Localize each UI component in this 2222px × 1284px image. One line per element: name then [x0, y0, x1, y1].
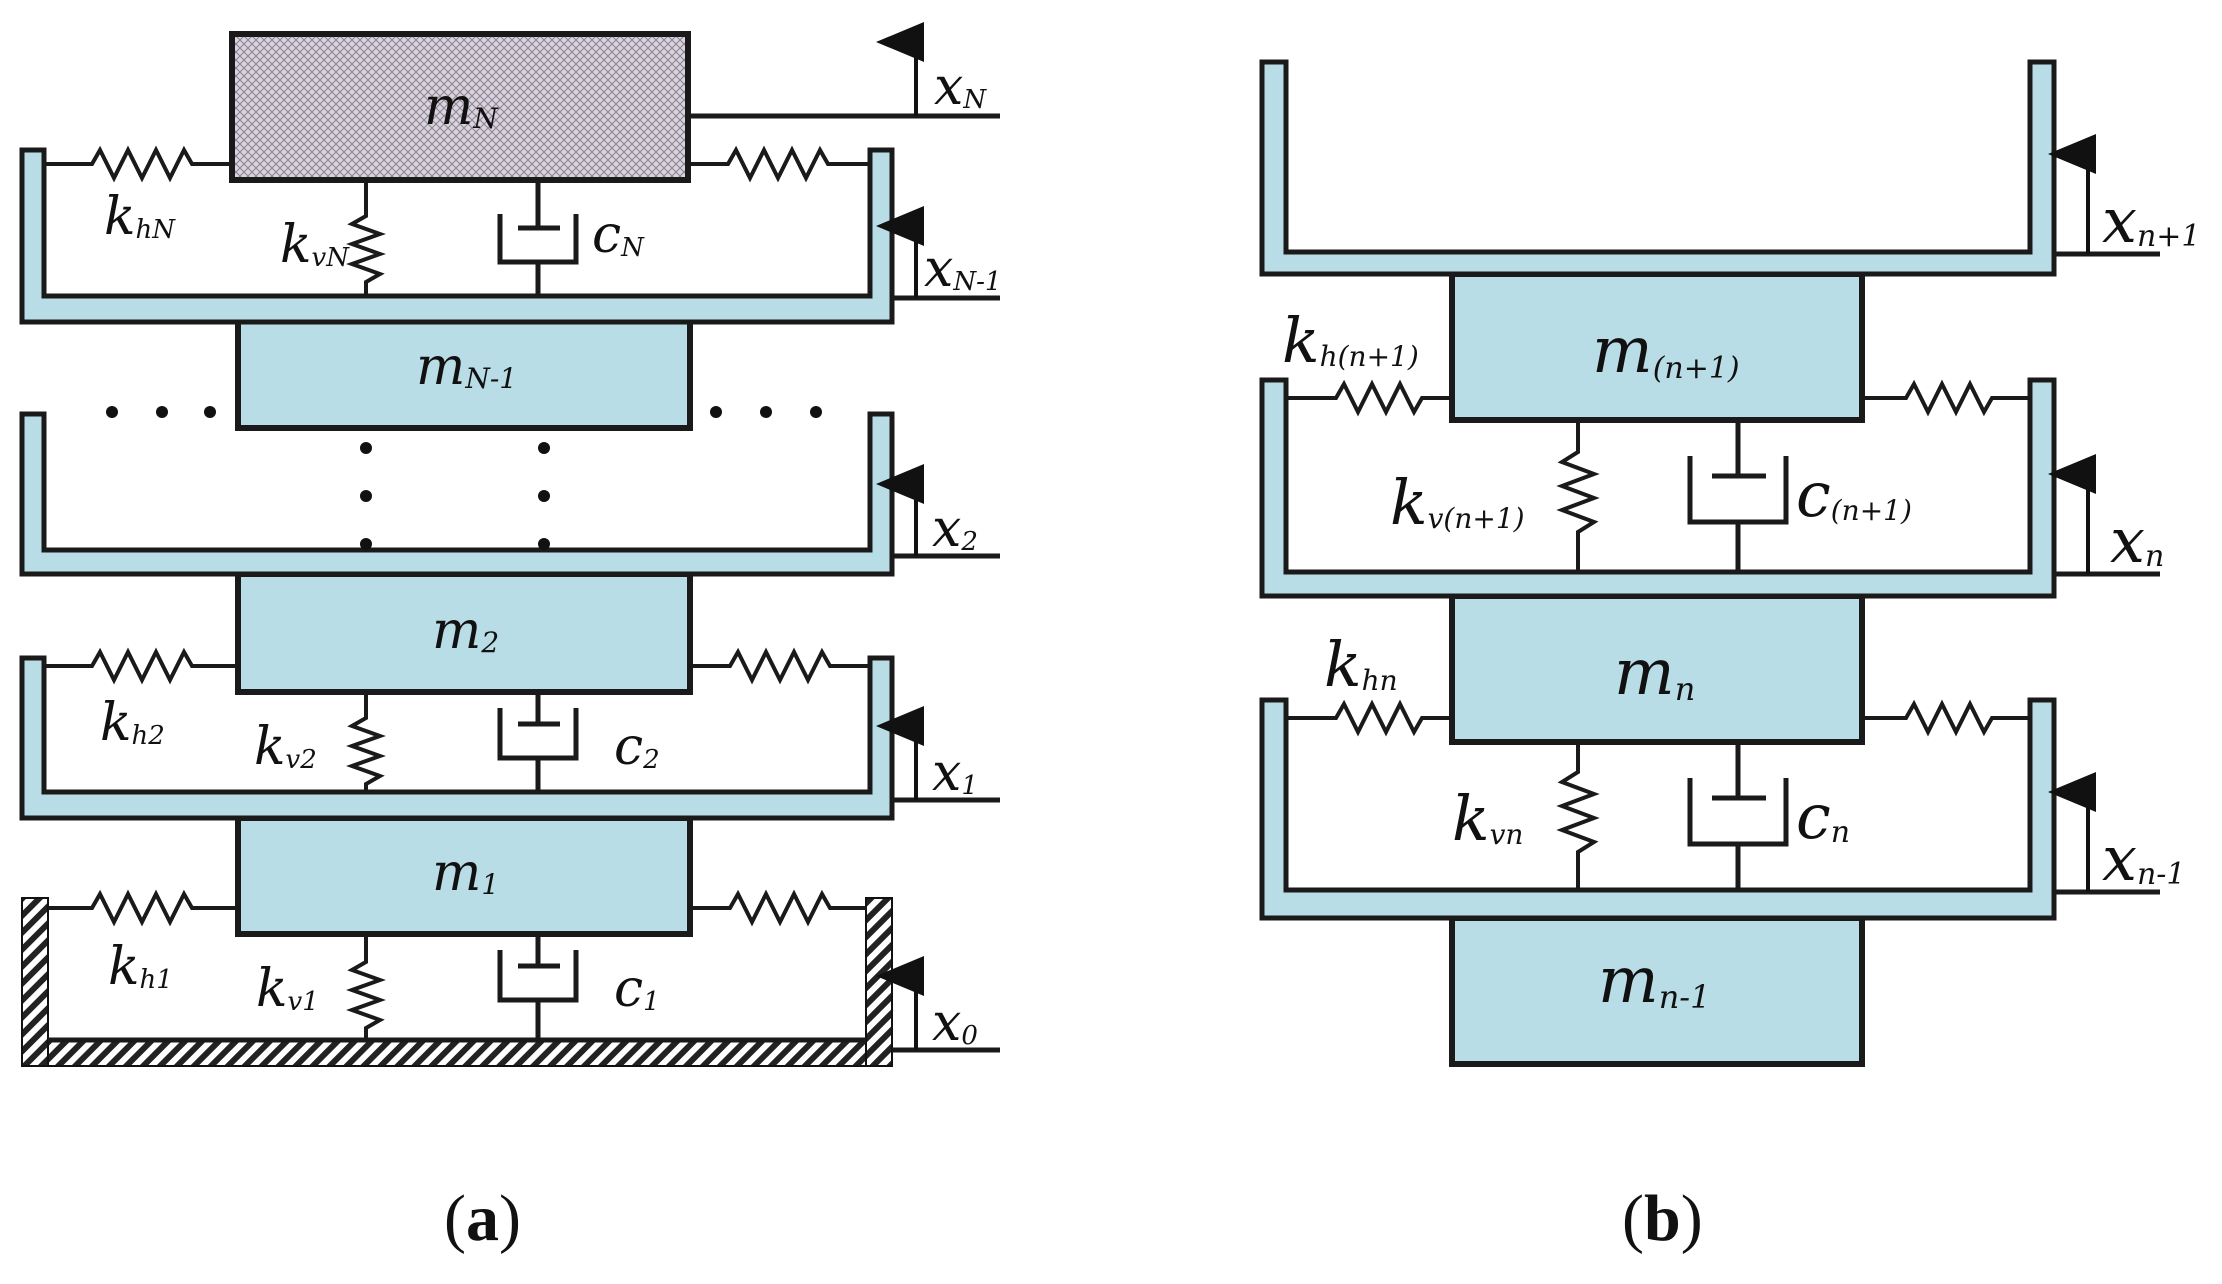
displacement-x-n1	[2048, 134, 2160, 257]
damper-c1	[497, 934, 579, 1040]
spring-kh-n1-right	[1862, 379, 2030, 417]
spring-kh2-right	[690, 647, 870, 685]
spring-khn-right	[1862, 699, 2030, 737]
label-cn: cn	[1796, 780, 1850, 853]
ellipsis-dots	[106, 406, 822, 550]
label-c-n1: c(n+1)	[1796, 458, 1912, 531]
spring-kv2	[346, 692, 386, 792]
mass-mN	[229, 31, 691, 183]
label-mN: mN	[424, 77, 499, 137]
displacement-x1	[876, 706, 1000, 803]
label-m2: m2	[432, 601, 499, 661]
mass-mn	[1449, 593, 1865, 745]
spring-khN-left	[44, 145, 232, 183]
label-x-n1: xn+1	[2102, 184, 2201, 257]
spring-kh2-left	[44, 647, 238, 685]
label-khN: khN	[104, 187, 176, 247]
label-x0: x0	[932, 993, 978, 1053]
spring-kh-n1-left	[1286, 379, 1452, 417]
label-kh1: kh1	[108, 937, 173, 997]
frame-2	[19, 411, 895, 577]
label-xN-1: xN-1	[924, 239, 1001, 299]
spring-khN-right	[688, 145, 870, 183]
label-c1: c1	[614, 959, 660, 1019]
spring-kh1-right	[690, 889, 866, 927]
diagram-b: m(n+1) mn mn-1 kh(n+1) kv(n+1) c(n+1) kh…	[1259, 59, 2201, 1255]
spring-kv-n1	[1556, 420, 1600, 572]
label-kvN: kvN	[280, 215, 350, 275]
spring-kh1-left	[48, 889, 238, 927]
frame-1	[19, 655, 895, 821]
label-kh2: kh2	[100, 693, 165, 753]
label-xN: xN	[934, 57, 987, 117]
mass-mn-1	[1449, 915, 1865, 1067]
label-x2: x2	[932, 499, 978, 559]
label-kv2: kv2	[254, 717, 317, 777]
caption-b: (b)	[1622, 1182, 1703, 1255]
label-x1: x1	[932, 743, 978, 803]
label-cN: cN	[592, 205, 645, 265]
label-m-nm1: mn-1	[1598, 944, 1710, 1018]
caption-a: (a)	[444, 1182, 521, 1255]
label-m-n1: m(n+1)	[1592, 314, 1740, 388]
label-x-nm1: xn-1	[2102, 822, 2186, 895]
damper-c2	[497, 692, 579, 792]
label-khn: khn	[1324, 628, 1398, 701]
label-xn: xn	[2110, 504, 2164, 577]
diagram-a: mN mN-1 m2 m1 khN kvN cN kh2 kv2 c2 kh1 …	[19, 22, 1001, 1255]
spring-kv1	[346, 934, 386, 1040]
mass-m2	[235, 571, 693, 695]
frame-b-lower	[1259, 697, 2057, 921]
label-m1: m1	[432, 843, 499, 903]
displacement-x2	[876, 464, 1000, 559]
damper-cN	[497, 180, 579, 296]
displacement-xn	[2048, 454, 2160, 577]
label-c2: c2	[614, 717, 660, 777]
mass-mn+1	[1449, 271, 1865, 423]
spring-khn-left	[1286, 699, 1452, 737]
mass-m1	[235, 815, 693, 937]
displacement-x-nm1	[2048, 772, 2160, 895]
label-mN-1: mN-1	[416, 337, 517, 397]
label-kv1: kv1	[256, 959, 319, 1019]
label-kv-n1: kv(n+1)	[1390, 466, 1525, 539]
damper-c-n1	[1687, 420, 1789, 572]
frame-N-1	[19, 147, 895, 325]
mass-mN-1	[235, 315, 693, 431]
displacement-x0	[876, 956, 1000, 1053]
damper-cn	[1687, 742, 1789, 890]
frame-b-middle	[1259, 377, 2057, 599]
spring-kvN	[346, 180, 386, 296]
displacement-xN-1	[876, 206, 1000, 301]
label-kvn: kvn	[1452, 782, 1523, 855]
label-mn: mn	[1614, 636, 1695, 710]
frame-b-upper	[1259, 59, 2057, 277]
spring-kvn	[1556, 742, 1600, 890]
label-kh-n1: kh(n+1)	[1282, 304, 1419, 377]
displacement-xN	[688, 22, 1000, 119]
